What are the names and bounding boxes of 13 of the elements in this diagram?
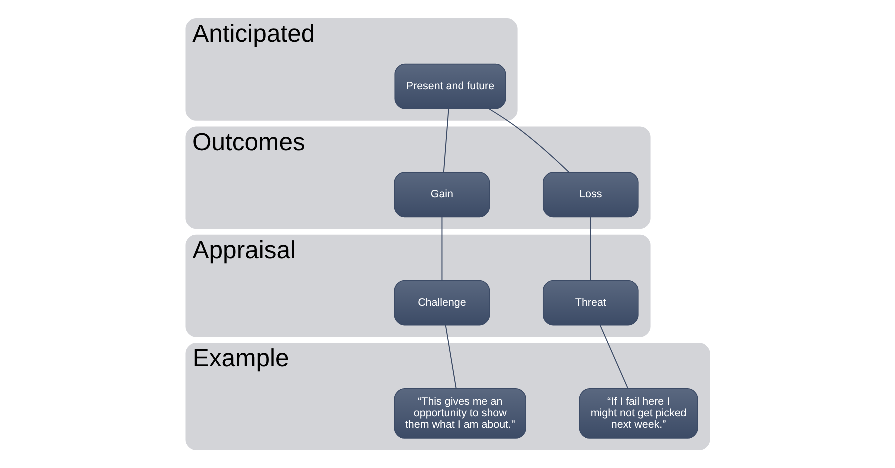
connector (444, 324, 456, 389)
node-box: “This gives me an opportunity to show them what I am about." (394, 388, 526, 438)
connector (590, 216, 591, 281)
node-box: Challenge (394, 280, 490, 326)
connector (441, 216, 442, 281)
node-box: Gain (394, 172, 490, 218)
node-box: Threat (542, 280, 638, 326)
connector (599, 324, 628, 389)
node-box: “If I fail here I might not get picked next week.” (578, 388, 698, 438)
connector (488, 108, 570, 172)
node-box: Present and future (394, 63, 506, 109)
connector (442, 108, 449, 172)
node-box: Loss (542, 172, 638, 218)
